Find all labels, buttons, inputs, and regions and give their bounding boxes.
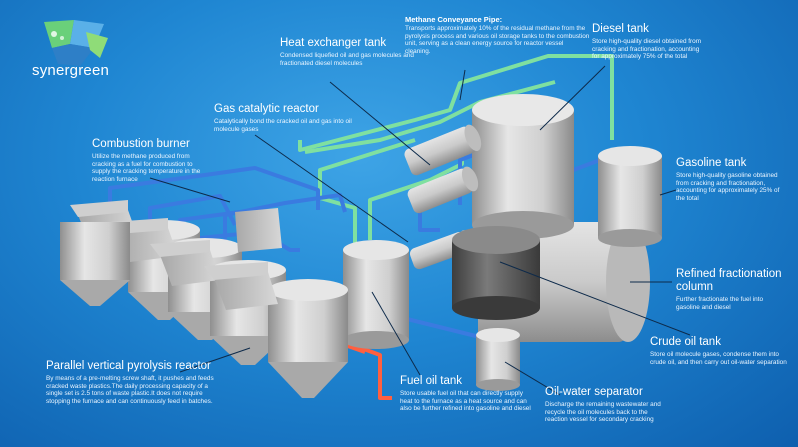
label-crude-title: Crude oil tank bbox=[650, 336, 721, 348]
leader-combustion bbox=[149, 177, 231, 203]
leaf-recycle-icon bbox=[44, 20, 108, 66]
fuel-oil-tank bbox=[343, 240, 409, 349]
label-diesel-title: Diesel tank bbox=[592, 23, 649, 35]
pyrolysis-reactors bbox=[60, 200, 348, 398]
leader-lines bbox=[149, 65, 691, 396]
label-gas-catalytic: Gas catalytic reactor Catalytically bond… bbox=[214, 103, 354, 133]
leader-gas-catalytic bbox=[254, 134, 409, 243]
leader-methane bbox=[459, 69, 466, 101]
leader-gasoline bbox=[659, 189, 677, 196]
leader-oil-water bbox=[504, 361, 561, 396]
label-diesel-desc: Store high-quality diesel obtained from … bbox=[592, 38, 702, 61]
leader-heat-exchanger bbox=[329, 81, 431, 166]
label-gas-catalytic-desc: Catalytically bond the cracked oil and g… bbox=[214, 118, 352, 133]
label-fuel-oil-title: Fuel oil tank bbox=[400, 375, 463, 387]
heat-exchanger-upper bbox=[404, 124, 482, 176]
label-gasoline-desc: Store high-quality gasoline obtained fro… bbox=[676, 172, 780, 202]
label-oil-water-title: Oil-water separator bbox=[545, 386, 643, 398]
crude-oil-tank bbox=[452, 226, 540, 320]
heat-exchanger-tank bbox=[404, 124, 482, 214]
pyrolysis-reactor-4 bbox=[204, 262, 348, 398]
label-refined-title: Refined fractionation column bbox=[676, 268, 782, 293]
label-refined: Refined fractionation column Further fra… bbox=[676, 268, 788, 311]
diesel-tank-body bbox=[472, 110, 574, 225]
label-crude: Crude oil tank Store oil molecule gases,… bbox=[650, 336, 792, 366]
gasoline-tank bbox=[598, 146, 662, 247]
gasoline-tank-body bbox=[598, 156, 662, 238]
label-combustion-desc: Utilize the methane produced from cracki… bbox=[92, 153, 201, 183]
gasoline-tank-bottom bbox=[598, 229, 662, 247]
pyrolysis-reactor-back bbox=[60, 208, 282, 306]
fuel-oil-tank-body bbox=[343, 250, 409, 340]
label-oil-water: Oil-water separator Discharge the remain… bbox=[545, 386, 670, 424]
label-combustion-title: Combustion burner bbox=[92, 138, 190, 150]
heat-exchanger-lower bbox=[407, 166, 479, 214]
diesel-tank-top bbox=[472, 94, 574, 126]
fuel-oil-tank-bottom bbox=[343, 331, 409, 349]
label-pyrolysis: Parallel vertical pyrolysis reactor By m… bbox=[46, 360, 226, 405]
label-fuel-oil: Fuel oil tank Store usable fuel oil that… bbox=[400, 375, 535, 413]
leader-diesel bbox=[539, 65, 606, 131]
label-heat-exchanger-desc: Condensed liquefied oil and gas molecule… bbox=[280, 52, 414, 67]
label-methane-title: Methane Conveyance Pipe: bbox=[405, 15, 503, 24]
label-refined-desc: Further fractionate the fuel into gasoli… bbox=[676, 296, 764, 311]
label-methane-desc: Transports approximately 10% of the resi… bbox=[405, 25, 590, 55]
blue-pipe-9 bbox=[418, 212, 440, 232]
label-pyrolysis-title: Parallel vertical pyrolysis reactor bbox=[46, 360, 211, 372]
crude-oil-tank-bottom bbox=[452, 296, 540, 320]
logo bbox=[30, 14, 122, 86]
gasoline-tank-top bbox=[598, 146, 662, 166]
label-oil-water-desc: Discharge the remaining wastewater and r… bbox=[545, 401, 661, 424]
label-heat-exchanger: Heat exchanger tank Condensed liquefied … bbox=[280, 37, 420, 67]
blue-pipe-1 bbox=[108, 166, 320, 228]
separator-body bbox=[476, 335, 520, 385]
label-heat-exchanger-title: Heat exchanger tank bbox=[280, 37, 387, 49]
label-diesel: Diesel tank Store high-quality diesel ob… bbox=[592, 23, 704, 61]
leader-pyrolysis bbox=[179, 347, 251, 373]
label-crude-desc: Store oil molecule gases, condense them … bbox=[650, 351, 787, 366]
label-gasoline-title: Gasoline tank bbox=[676, 157, 747, 169]
separator-top bbox=[476, 328, 520, 342]
oil-water-separator bbox=[476, 328, 520, 391]
red-pipe-2 bbox=[344, 343, 366, 354]
label-fuel-oil-desc: Store usable fuel oil that can directly … bbox=[400, 390, 531, 413]
fuel-oil-tank-top bbox=[343, 240, 409, 260]
label-gas-catalytic-title: Gas catalytic reactor bbox=[214, 103, 319, 115]
label-pyrolysis-desc: By means of a pre-melting screw shaft, i… bbox=[46, 375, 214, 405]
crude-oil-tank-top bbox=[452, 226, 540, 254]
leader-fuel-oil bbox=[371, 291, 421, 376]
separator-bottom bbox=[476, 379, 520, 391]
label-methane-pipe: Methane Conveyance Pipe: Transports appr… bbox=[405, 15, 590, 55]
blue-pipe-5 bbox=[223, 193, 347, 240]
green-pipe-1 bbox=[298, 54, 614, 152]
label-combustion: Combustion burner Utilize the methane pr… bbox=[92, 138, 210, 183]
refined-column-end bbox=[606, 222, 650, 342]
label-gasoline: Gasoline tank Store high-quality gasolin… bbox=[676, 157, 788, 202]
logo-text: synergreen bbox=[32, 62, 110, 79]
diesel-tank bbox=[472, 94, 574, 239]
leader-crude bbox=[499, 261, 691, 336]
